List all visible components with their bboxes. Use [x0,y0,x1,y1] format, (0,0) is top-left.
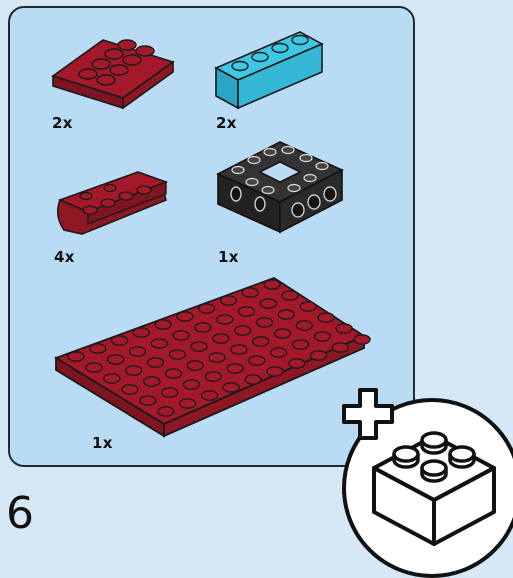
part-plate-2x4 [48,36,178,108]
stud [122,385,138,394]
stud [318,313,334,322]
stud [235,326,251,335]
stud [187,361,203,370]
stud [296,321,312,330]
curved-slope-icon [50,172,172,244]
stud [271,348,287,357]
stud [148,358,164,367]
stud [253,337,269,346]
stud [242,288,258,297]
stud [275,329,291,338]
stud [130,347,146,356]
stud [209,353,225,362]
add-brick-icon [334,388,513,578]
plate-2x4-icon [48,36,178,108]
stud [227,364,243,373]
stud [180,399,196,408]
stud [133,328,149,337]
stud [104,374,120,383]
stud [282,291,298,300]
stud [191,342,207,351]
stud [151,339,167,348]
stud [217,315,233,324]
technic-frame-icon [214,140,346,240]
stud [336,324,352,333]
stud [257,318,273,327]
part-technic-frame [214,140,346,240]
stud [354,335,370,344]
stud [267,367,283,376]
stud [278,310,294,319]
brick-1x4-icon [212,30,327,112]
part-plate-6x10 [52,274,370,438]
add-brick-badge [334,388,513,578]
stud [144,377,160,386]
stud [177,312,193,321]
part-curved-slope [50,172,172,244]
stud [245,375,261,384]
stud [126,366,142,375]
stud [221,296,237,305]
stud [158,407,174,416]
stud [155,320,171,329]
stud [314,332,330,341]
stud [293,340,309,349]
plate-6x10-icon [52,274,370,438]
stud [108,355,124,364]
part-curved-slope-quantity: 4x [54,248,75,266]
part-brick-1x4-quantity: 2x [216,114,237,132]
stud [332,343,348,352]
stud [90,344,106,353]
part-technic-frame-quantity: 1x [218,248,239,266]
stud [289,359,305,368]
stud [213,334,229,343]
stud [199,304,215,313]
part-plate-6x10-quantity: 1x [92,434,113,452]
stud [202,391,218,400]
stud [195,323,211,332]
stud [112,336,128,345]
stud [205,372,221,381]
stud [239,307,255,316]
stud [86,363,102,372]
stud [169,350,185,359]
stud [166,369,182,378]
stud [231,345,247,354]
stud [260,299,276,308]
stud [311,351,327,360]
stud [173,331,189,340]
stud [68,352,84,361]
step-number: 6 [6,492,34,536]
stud [140,396,156,405]
stud [184,380,200,389]
stud [300,302,316,311]
part-plate-2x4-quantity: 2x [52,114,73,132]
part-brick-1x4 [212,30,327,112]
stud [223,383,239,392]
stud [249,356,265,365]
stud [264,280,280,289]
stud [162,388,178,397]
